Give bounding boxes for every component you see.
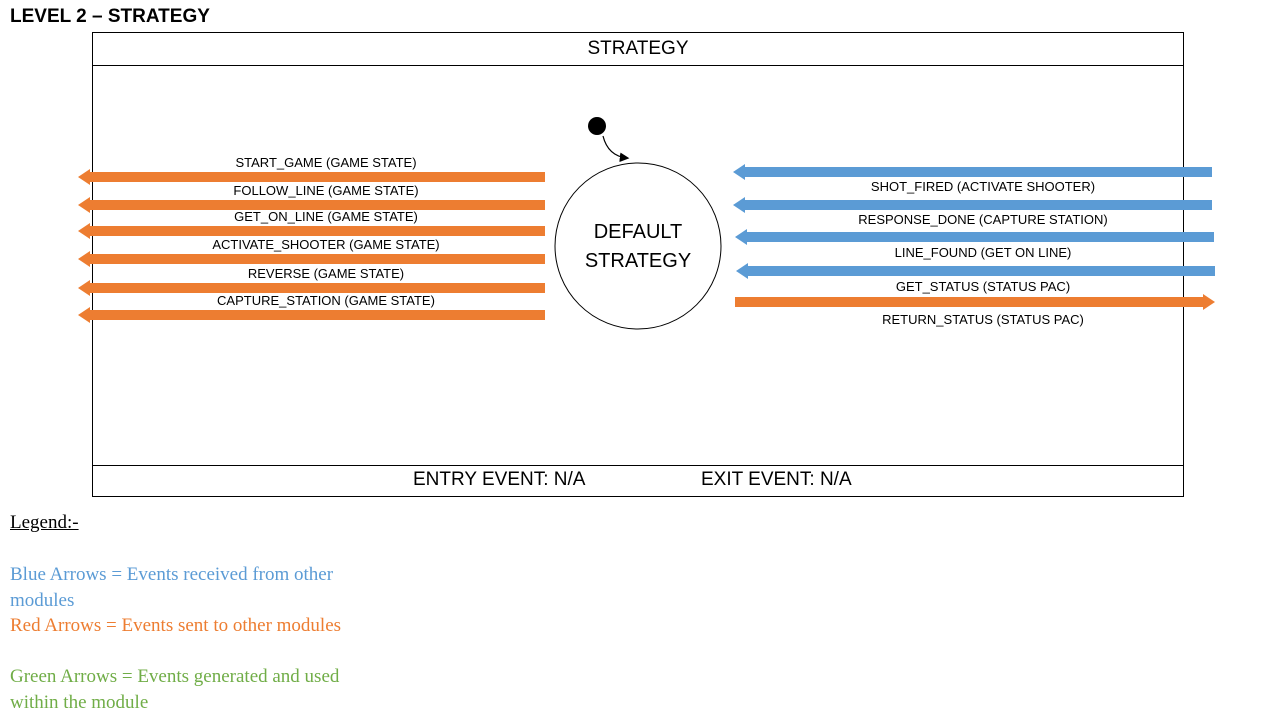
right-event-label: GET_STATUS (STATUS PAC) [896, 279, 1070, 294]
right-event-label: SHOT_FIRED (ACTIVATE SHOOTER) [871, 179, 1095, 194]
default-state-label-line2: STRATEGY [585, 250, 691, 272]
left-event-arrow [78, 280, 545, 296]
initial-transition-arrow [602, 135, 630, 163]
left-event-arrow [78, 197, 545, 213]
left-event-arrow [78, 169, 545, 185]
right-event-label: LINE_FOUND (GET ON LINE) [895, 245, 1072, 260]
right-event-arrow [733, 164, 1212, 180]
left-event-label: START_GAME (GAME STATE) [235, 155, 416, 170]
left-event-label: ACTIVATE_SHOOTER (GAME STATE) [212, 237, 439, 252]
state-box-footer: ENTRY EVENT: N/A EXIT EVENT: N/A [93, 465, 1183, 496]
strategy-state-box: STRATEGY ENTRY EVENT: N/A EXIT EVENT: N/… [92, 32, 1184, 497]
right-event-arrow [733, 197, 1212, 213]
initial-state-dot [588, 117, 606, 135]
left-event-label: GET_ON_LINE (GAME STATE) [234, 209, 418, 224]
left-event-arrow [78, 251, 545, 267]
right-events-group: SHOT_FIRED (ACTIVATE SHOOTER) RESPONSE_DO… [733, 164, 1215, 327]
exit-event-label: EXIT EVENT: N/A [701, 469, 852, 490]
left-event-label: CAPTURE_STATION (GAME STATE) [217, 293, 435, 308]
left-event-label: FOLLOW_LINE (GAME STATE) [233, 183, 418, 198]
legend-red-arrows: Red Arrows = Events sent to other module… [10, 615, 342, 636]
entry-event-label: ENTRY EVENT: N/A [413, 469, 586, 490]
right-event-label: RESPONSE_DONE (CAPTURE STATION) [858, 212, 1107, 227]
legend-green-arrows: Green Arrows = Events generated and used… [10, 666, 340, 713]
left-events-group: START_GAME (GAME STATE) FOLLOW_LINE (GAME… [78, 155, 545, 323]
state-box-header: STRATEGY [93, 33, 1183, 66]
legend-title: Legend:- [10, 512, 79, 533]
right-event-arrow [735, 294, 1215, 310]
left-event-arrow [78, 223, 545, 239]
default-strategy-state [554, 162, 722, 330]
right-event-arrow [736, 263, 1215, 279]
right-event-label: RETURN_STATUS (STATUS PAC) [882, 312, 1084, 327]
default-state-label-line1: DEFAULT [594, 221, 683, 243]
right-event-arrow [735, 229, 1214, 245]
page-title: LEVEL 2 – STRATEGY [10, 6, 210, 27]
left-event-label: REVERSE (GAME STATE) [248, 266, 404, 281]
left-event-arrow [78, 307, 545, 323]
legend-blue-arrows: Blue Arrows = Events received from other… [10, 564, 334, 611]
legend: Legend:- Blue Arrows = Events received f… [10, 512, 341, 713]
